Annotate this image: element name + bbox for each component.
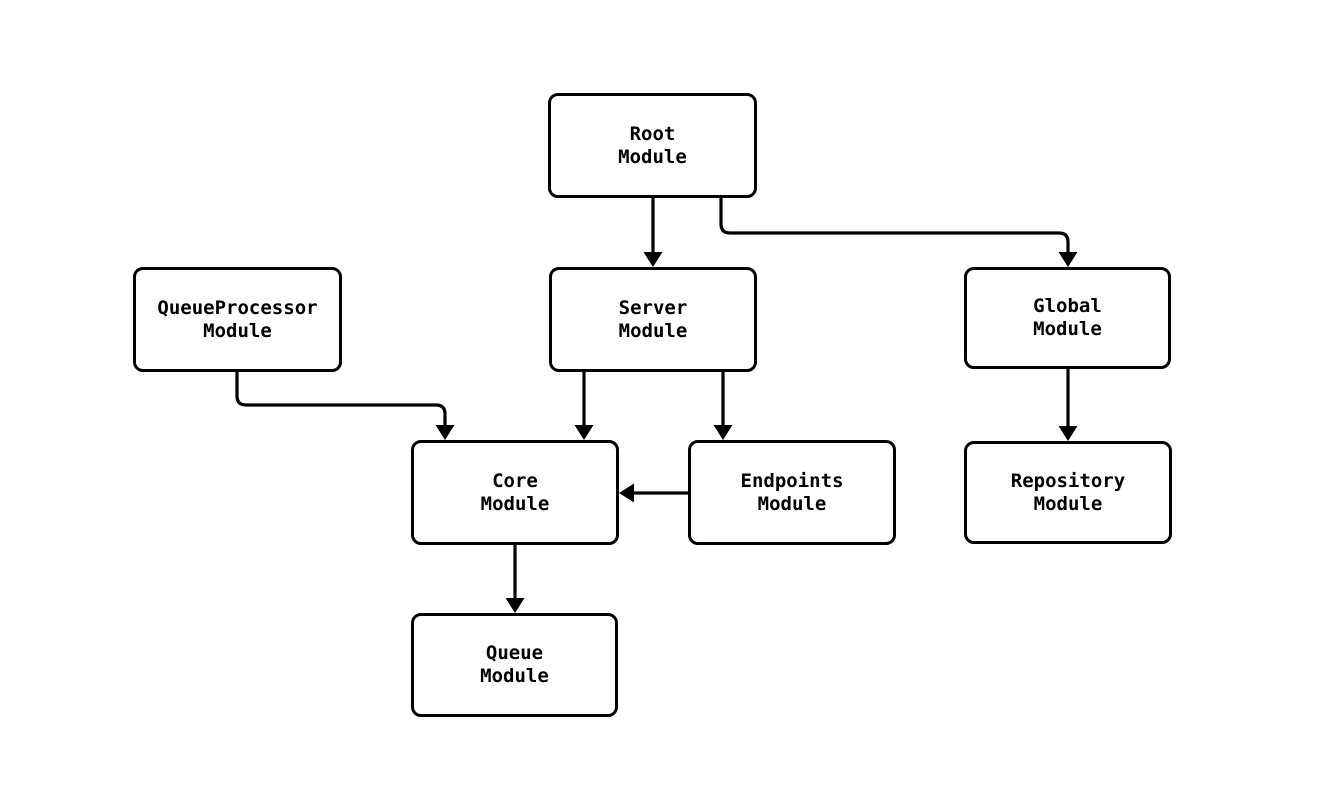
edge-root-to-global-arrowhead-icon (1058, 252, 1078, 267)
edge-root-to-global-line (719, 198, 1070, 252)
node-server-label-line1: Server (618, 296, 688, 319)
edge-endpoints-to-core-arrowhead-icon (619, 483, 634, 503)
node-global-label-line2: Module (1033, 318, 1102, 340)
node-queueprocessor-label-line2: Module (203, 319, 272, 342)
node-repository-label-line2: Module (1033, 492, 1103, 515)
node-global-label-line1: Global (1033, 295, 1102, 317)
node-core-label-line2: Module (480, 492, 550, 515)
edge-queueprocessor-to-core-arrowhead-icon (435, 425, 455, 440)
node-repository-label-line1: Repository (1010, 469, 1126, 492)
node-endpoints-label-line2: Module (757, 492, 827, 515)
edge-global-to-repository-arrowhead-icon (1058, 426, 1078, 441)
edge-root-to-server-arrowhead-icon (643, 252, 663, 267)
node-core-label-line1: Core (492, 469, 538, 492)
node-queueprocessor-label-line1: QueueProcessor (157, 296, 318, 319)
node-endpoints-label-line1: Endpoints (740, 469, 844, 492)
edge-queueprocessor-to-core-line (235, 372, 447, 425)
node-queue-label-line1: Queue (485, 642, 544, 664)
node-root-label-line1: Root (629, 122, 676, 145)
node-queue-label-line2: Module (480, 665, 549, 687)
edge-server-to-core-arrowhead-icon (574, 425, 594, 440)
edge-server-to-endpoints-arrowhead-icon (713, 425, 733, 440)
node-server-label-line2: Module (618, 319, 688, 342)
node-root-label-line2: Module (618, 145, 687, 168)
edge-core-to-queue-arrowhead-icon (505, 598, 525, 613)
